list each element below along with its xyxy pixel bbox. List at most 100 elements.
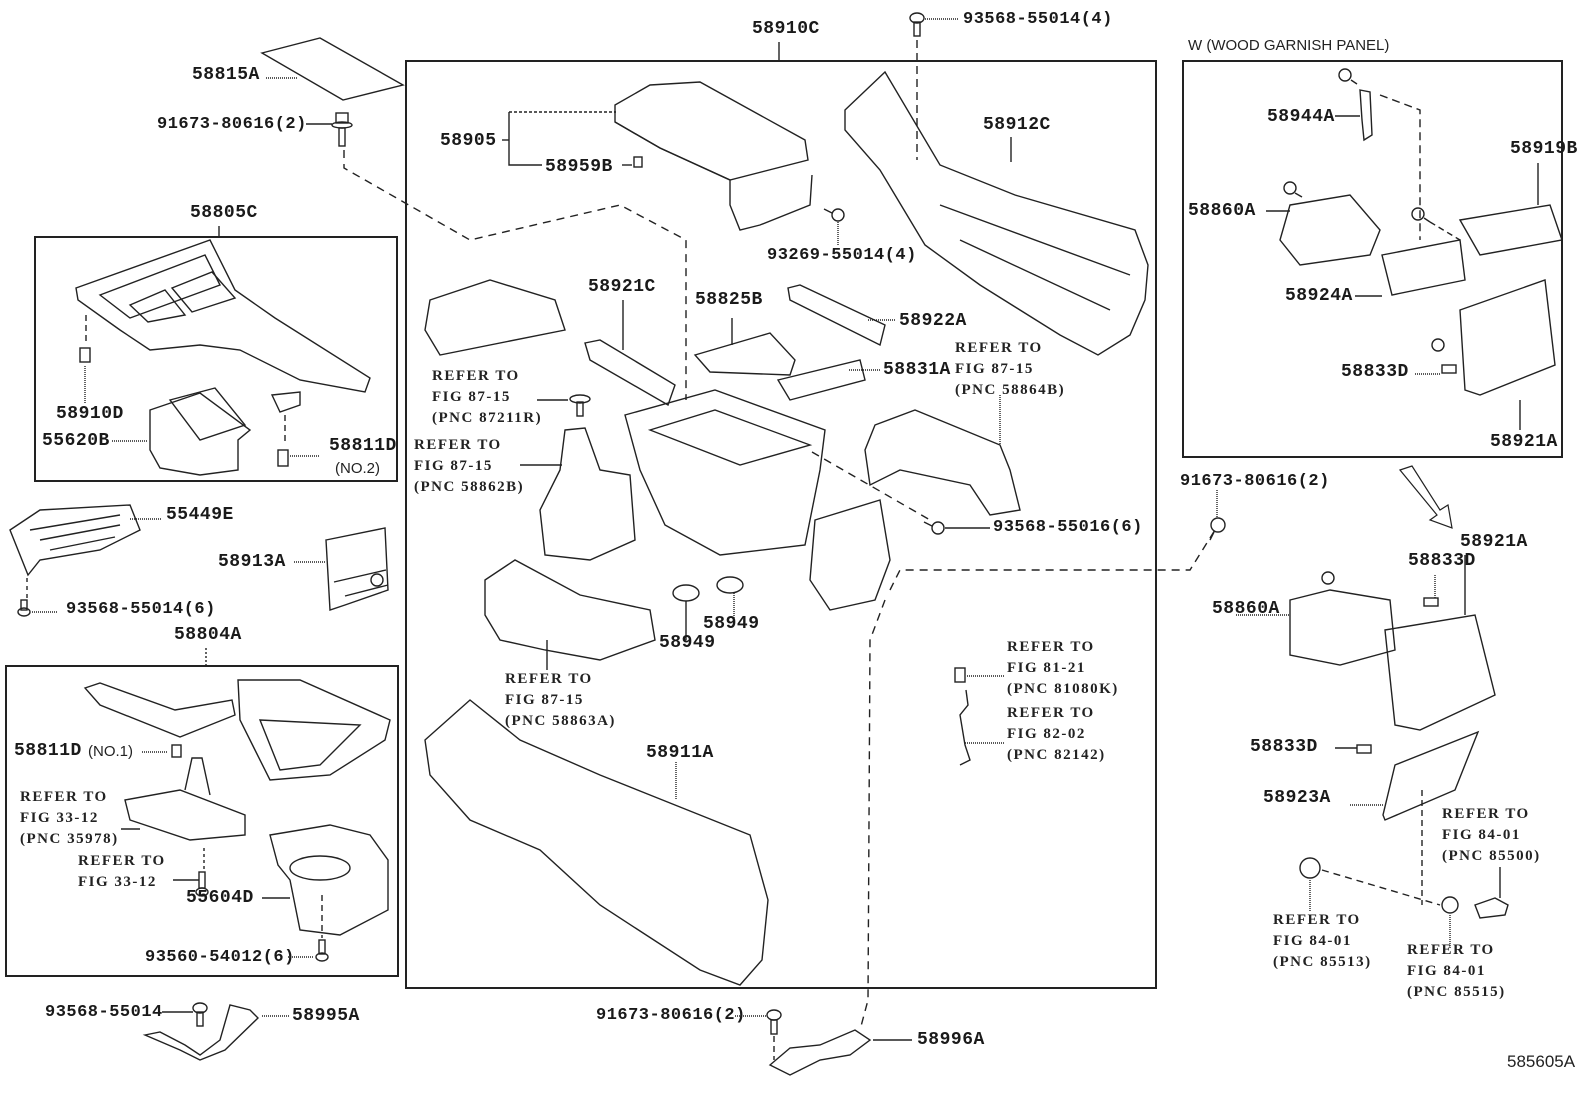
part-label-58910D[interactable]: 58910D (56, 404, 124, 424)
part-label-58995A[interactable]: 58995A (292, 1006, 360, 1026)
part-bracket-58831A (776, 359, 866, 401)
part-label-91673-80616-right[interactable]: 91673-80616(2) (1180, 472, 1330, 491)
part-label-55604D[interactable]: 55604D (186, 888, 254, 908)
clip-icon (79, 347, 91, 363)
part-label-58905[interactable]: 58905 (440, 131, 497, 151)
part-strip-58921C (584, 339, 676, 407)
part-rear-vent (424, 279, 566, 356)
part-label-58833D-a[interactable]: 58833D (1408, 551, 1476, 571)
part-bracket-center (809, 499, 891, 611)
part-label-58910C[interactable]: 58910C (752, 19, 820, 39)
part-label-58944A[interactable]: 58944A (1267, 107, 1335, 127)
part-label-58949-b[interactable]: 58949 (659, 633, 716, 653)
clip-icon (1356, 744, 1372, 754)
bolt-icon (1209, 517, 1226, 541)
part-label-58921C[interactable]: 58921C (588, 277, 656, 297)
part-label-93568-55014-6[interactable]: 93568-55014(6) (66, 600, 216, 619)
reference-note-81080K[interactable]: REFER TO FIG 81-21 (PNC 81080K) (1007, 639, 1119, 697)
part-strip-58922A (787, 284, 886, 347)
part-label-58860A[interactable]: 58860A (1212, 599, 1280, 619)
part-label-58949-a[interactable]: 58949 (703, 614, 760, 634)
part-label-91673-80616[interactable]: 91673-80616(2) (157, 115, 307, 134)
reference-note-58864B[interactable]: REFER TO FIG 87-15 (PNC 58864B) (955, 340, 1066, 398)
part-bracket (237, 679, 391, 781)
part-bracket-58944A (1359, 89, 1373, 142)
part-ring-58949 (716, 576, 744, 594)
part-console-box (624, 389, 826, 556)
part-label-58815A[interactable]: 58815A (192, 65, 260, 85)
bolt-icon (766, 1009, 782, 1035)
bolt-icon (1338, 68, 1358, 85)
part-label-58919B[interactable]: 58919B (1510, 139, 1578, 159)
lower-left-group-box (5, 665, 399, 977)
part-label-58804A[interactable]: 58804A (174, 625, 242, 645)
part-bracket-58996A (768, 1029, 872, 1076)
bolt-icon (1283, 181, 1303, 198)
part-label-58996A[interactable]: 58996A (917, 1030, 985, 1050)
part-label-58923A[interactable]: 58923A (1263, 788, 1331, 808)
part-label-58959B[interactable]: 58959B (545, 157, 613, 177)
bolt-icon (315, 939, 329, 962)
reference-note-fig-33-12[interactable]: REFER TO FIG 33-12 (78, 853, 166, 890)
part-label-58825B[interactable]: 58825B (695, 290, 763, 310)
part-armrest-58905 (614, 81, 809, 181)
reference-note-85515[interactable]: REFER TO FIG 84-01 (PNC 85515) (1407, 942, 1506, 1000)
main-console-group-box (405, 60, 1157, 989)
part-label-93269-55014[interactable]: 93269-55014(4) (767, 246, 917, 265)
part-label-58833D-wood[interactable]: 58833D (1341, 362, 1409, 382)
part-label-58811D-no2[interactable]: 58811D (329, 436, 397, 456)
part-shift-boot (124, 789, 246, 841)
part-note-no2: (NO.2) (335, 460, 380, 477)
part-label-58913A[interactable]: 58913A (218, 552, 286, 572)
figure-id: 585605A (1507, 1052, 1576, 1071)
clip-icon (277, 449, 289, 467)
part-label-93568-55014-4[interactable]: 93568-55014(4) (963, 10, 1113, 29)
reference-note-35978[interactable]: REFER TO FIG 33-12 (PNC 35978) (20, 789, 119, 847)
reference-note-87211R[interactable]: REFER TO FIG 87-15 (PNC 87211R) (432, 368, 543, 426)
bolt-icon (1321, 571, 1335, 585)
clip-icon (569, 394, 591, 417)
part-label-55449E[interactable]: 55449E (166, 505, 234, 525)
reference-note-82142[interactable]: REFER TO FIG 82-02 (PNC 82142) (1007, 705, 1106, 763)
clip-icon (171, 744, 182, 758)
reference-note-85513[interactable]: REFER TO FIG 84-01 (PNC 85513) (1273, 912, 1372, 970)
reference-note-58863A[interactable]: REFER TO FIG 87-15 (PNC 58863A) (505, 671, 616, 729)
part-label-58921A[interactable]: 58921A (1460, 532, 1528, 552)
bolt-icon (823, 208, 845, 222)
part-note-no1: (NO.1) (88, 743, 133, 760)
part-bezel-58924A (1381, 239, 1466, 296)
part-panel-58921A-wood (1459, 279, 1556, 396)
part-panel-58923A (1382, 730, 1480, 821)
part-label-58860A-wood[interactable]: 58860A (1188, 201, 1256, 221)
part-cup-holder-55604D (269, 824, 389, 936)
reference-note-85500[interactable]: REFER TO FIG 84-01 (PNC 85500) (1442, 806, 1541, 864)
part-label-58924A[interactable]: 58924A (1285, 286, 1353, 306)
part-label-93568-55016[interactable]: 93568-55016(6) (993, 518, 1143, 537)
part-label-58911A[interactable]: 58911A (646, 743, 714, 763)
part-label-58833D-b[interactable]: 58833D (1250, 737, 1318, 757)
part-socket-85513 (1299, 857, 1321, 879)
part-socket-85515 (1441, 896, 1459, 914)
bolt-icon (17, 599, 31, 617)
part-label-58805C[interactable]: 58805C (190, 203, 258, 223)
bolt-icon (192, 1002, 208, 1027)
part-label-58921A-wood[interactable]: 58921A (1490, 432, 1558, 452)
part-label-55620B[interactable]: 55620B (42, 431, 110, 451)
clip-icon (1423, 597, 1439, 607)
part-ring-58949 (672, 584, 700, 602)
part-label-58922A[interactable]: 58922A (899, 311, 967, 331)
part-label-91673-80616-bottom[interactable]: 91673-80616(2) (596, 1006, 746, 1025)
part-side-panel-58911A (424, 699, 769, 986)
part-tray-58825B (693, 332, 796, 376)
part-label-58831A[interactable]: 58831A (883, 360, 951, 380)
reference-note-58862B[interactable]: REFER TO FIG 87-15 (PNC 58862B) (414, 437, 525, 495)
part-label-93560-54012[interactable]: 93560-54012(6) (145, 948, 295, 967)
part-label-93568-55014[interactable]: 93568-55014 (45, 1003, 163, 1022)
part-shift-bezel-58805C (75, 239, 371, 393)
part-panel-58811D-bar (83, 682, 236, 738)
part-label-58811D-no1[interactable]: 58811D (14, 741, 82, 761)
bolt-icon (923, 521, 945, 535)
upper-left-group-box (34, 236, 398, 482)
part-mat-58815A (260, 37, 405, 101)
part-label-58912C[interactable]: 58912C (983, 115, 1051, 135)
